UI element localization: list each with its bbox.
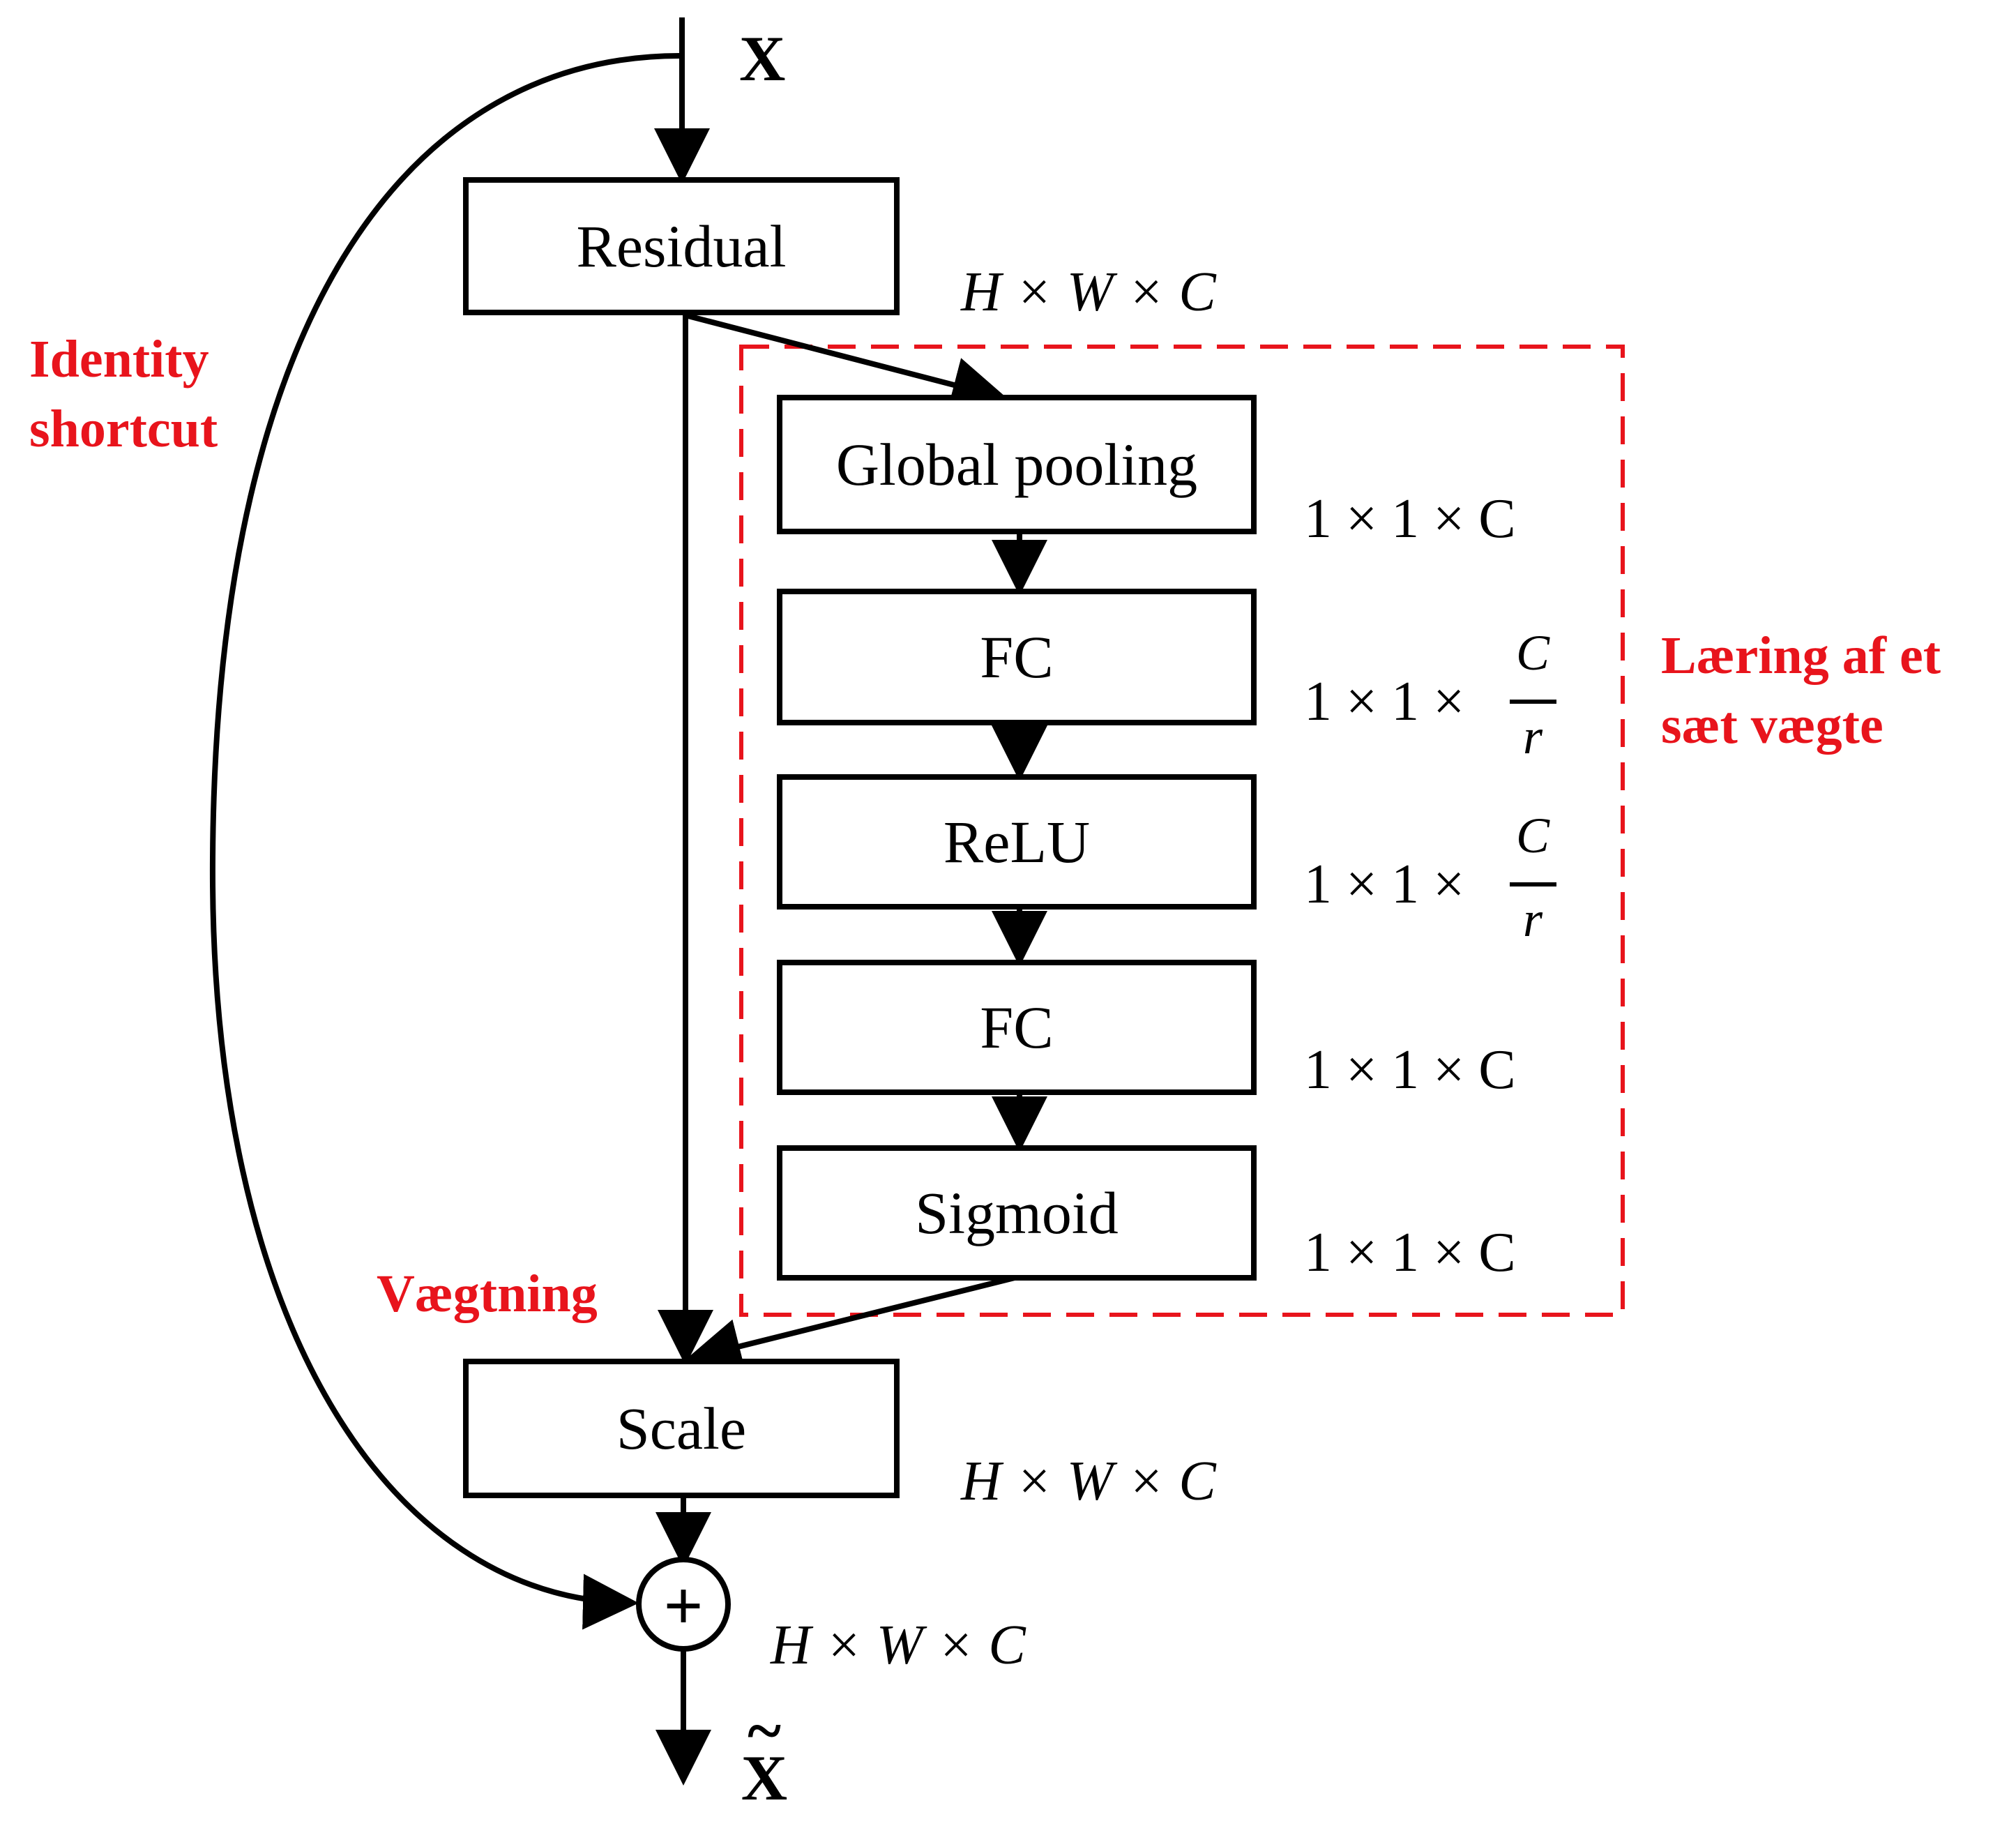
fc2-box (777, 960, 1257, 1095)
dim-after-residual: H × W × C (960, 262, 1217, 323)
residual-label: Residual (577, 213, 787, 280)
dim-after-fc1-numerator: C (1516, 625, 1550, 681)
dim-after-fc1-denominator: r (1523, 709, 1543, 764)
relu-label: ReLU (943, 808, 1090, 875)
output-accent: ~ (748, 1695, 781, 1766)
dim-after-pooling: 1 × 1 × C (1304, 488, 1516, 550)
branch-arrow (684, 312, 1008, 412)
learning-annotation-line1: Læring af et (1661, 626, 1941, 685)
add-symbol: + (664, 1569, 703, 1643)
learning-region-dashed-box (739, 345, 1625, 1317)
scale-label: Scale (616, 1395, 746, 1462)
output-label: X (741, 1742, 787, 1813)
weighting-arrow (685, 1275, 1015, 1374)
weighting-annotation: Vægtning (377, 1265, 598, 1323)
dim-after-relu-denominator: r (1523, 891, 1543, 947)
residual-box (463, 177, 900, 315)
identity-shortcut-curve (209, 53, 681, 1630)
input-label: X (739, 23, 785, 94)
identity-shortcut-annotation-line2: shortcut (29, 400, 218, 458)
dim-after-relu-numerator: C (1516, 808, 1550, 863)
fc1-label: FC (980, 624, 1053, 691)
global-pooling-label: Global pooling (836, 431, 1197, 498)
dim-after-scale: H × W × C (960, 1451, 1217, 1512)
fc2-label: FC (980, 994, 1053, 1061)
dim-after-sigmoid: 1 × 1 × C (1304, 1222, 1516, 1283)
sigmoid-box (777, 1145, 1257, 1281)
dim-after-fc2: 1 × 1 × C (1304, 1039, 1516, 1101)
learning-annotation-line2: sæt vægte (1661, 696, 1884, 755)
dim-after-relu-prefix: 1 × 1 × (1304, 854, 1464, 915)
sigmoid-label: Sigmoid (915, 1179, 1119, 1246)
dim-after-add: H × W × C (770, 1615, 1026, 1676)
identity-shortcut-annotation-line1: Identity (29, 330, 209, 388)
scale-box (463, 1359, 900, 1498)
dim-after-fc1-prefix: 1 × 1 × (1304, 671, 1464, 732)
fc1-box (777, 589, 1257, 725)
